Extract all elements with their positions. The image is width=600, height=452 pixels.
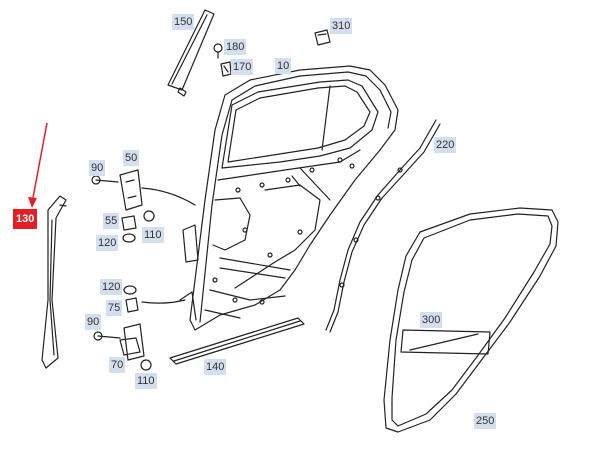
stop-55	[121, 215, 137, 243]
insulation-pad	[400, 329, 491, 355]
callout-90-lower[interactable]: 90	[85, 314, 102, 330]
callout-110-lower[interactable]: 110	[135, 373, 157, 389]
callout-140[interactable]: 140	[204, 359, 227, 375]
front-edge-seal	[41, 195, 67, 369]
clip-170	[220, 61, 232, 77]
door-seal	[383, 207, 559, 433]
callout-250[interactable]: 250	[474, 413, 497, 429]
highlight-arrow	[28, 122, 48, 208]
plug-110-upper	[143, 210, 155, 222]
callout-55[interactable]: 55	[103, 213, 120, 229]
callout-170[interactable]: 170	[231, 59, 254, 75]
callout-310[interactable]: 310	[330, 18, 353, 34]
frame-seal	[325, 119, 441, 333]
callout-110-upper[interactable]: 110	[142, 227, 164, 243]
sill-trim	[169, 317, 305, 365]
callout-120-upper[interactable]: 120	[96, 235, 119, 251]
callout-180[interactable]: 180	[224, 39, 247, 55]
window-strip	[167, 9, 215, 97]
hinge-upper	[91, 169, 196, 211]
callout-120-lower[interactable]: 120	[100, 279, 123, 295]
door-shell	[179, 65, 399, 331]
fastener-180	[213, 43, 223, 59]
callout-75[interactable]: 75	[106, 300, 123, 316]
callout-10[interactable]: 10	[275, 58, 292, 74]
hinge-lower	[93, 299, 186, 361]
callout-90-upper[interactable]: 90	[89, 160, 106, 176]
plug-110-lower	[140, 359, 152, 371]
callout-130[interactable]: 130	[13, 209, 38, 229]
plug-120-lower	[123, 285, 137, 295]
callout-220[interactable]: 220	[434, 137, 457, 153]
callout-300[interactable]: 300	[420, 312, 443, 328]
stop-75	[125, 297, 139, 313]
callout-70[interactable]: 70	[109, 357, 126, 373]
cover-310	[314, 29, 331, 46]
callout-50[interactable]: 50	[123, 150, 140, 166]
callout-150[interactable]: 150	[172, 14, 195, 30]
